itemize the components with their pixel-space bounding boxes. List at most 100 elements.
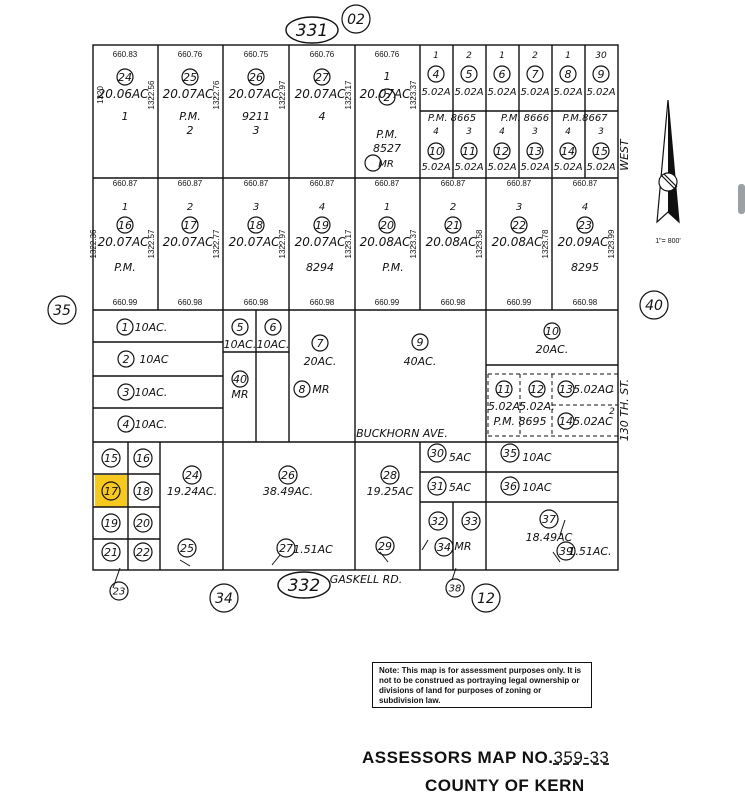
small-b-lot-top-1: 3 bbox=[466, 127, 472, 137]
parcel-mid-9: 9 bbox=[417, 336, 424, 349]
parcel-small-6-circle bbox=[493, 65, 511, 83]
small-b-lot-top-0: 4 bbox=[433, 127, 439, 137]
row2-lot-1: 2 bbox=[187, 202, 193, 213]
parcel-top-acres-1: 20.07AC. bbox=[163, 87, 218, 101]
row2-dim-2: 660.87 bbox=[244, 179, 269, 188]
parcel-mid-9-circle bbox=[411, 333, 429, 351]
parcel-38-outside: 38 bbox=[449, 584, 462, 595]
row2-side-dim-2: 1322.77 bbox=[212, 229, 221, 258]
plat-pm-mid: P.M. bbox=[382, 261, 404, 274]
small-lot-top-5: 30 bbox=[595, 51, 607, 61]
parcel-small-10: 10 bbox=[429, 145, 443, 158]
parcel-lower-22-circle bbox=[133, 542, 153, 562]
row2-side-dim-1: 1322.57 bbox=[147, 229, 156, 258]
parcel-top-27-circle bbox=[313, 68, 331, 86]
parcel-row2-21: 21 bbox=[446, 219, 460, 232]
top-side-dim-0: 1320 bbox=[96, 86, 105, 104]
row2-bottom-dim-5: 660.98 bbox=[441, 298, 466, 307]
row2-lot-6: 3 bbox=[516, 202, 522, 213]
parcel-mid-acres-p8: MR bbox=[312, 383, 329, 396]
parcel-top-acres-2: 20.07AC. bbox=[229, 87, 284, 101]
parcel-mid-2: 2 bbox=[123, 353, 130, 366]
parcel-mid-12-circle bbox=[528, 380, 546, 398]
parcel-lower-33: 33 bbox=[464, 515, 478, 528]
top-side-dim-1: 1322.56 bbox=[147, 80, 156, 109]
parcel-small-14-circle bbox=[559, 142, 577, 160]
map-title-label: ASSESSORS MAP NO. bbox=[362, 748, 554, 767]
parcel-mid-acres-p3: 10AC. bbox=[135, 386, 168, 399]
row2-bottom-dim-6: 660.99 bbox=[507, 298, 532, 307]
parcel-mid-6-circle bbox=[264, 318, 282, 336]
parcel-lower-acres-p27: 1.51AC bbox=[293, 543, 333, 556]
parcel-mid-13-circle bbox=[557, 380, 575, 398]
parcel-mid-40-circle bbox=[231, 370, 249, 388]
parcel-mid-acres-p2: 10AC bbox=[139, 353, 169, 366]
parcel-mid-2-circle bbox=[117, 350, 135, 368]
plat-pm-8667: P.M.8667 bbox=[562, 113, 608, 124]
row2-side-dim-5: 1323.37 bbox=[409, 229, 418, 258]
row2-dim-3: 660.87 bbox=[310, 179, 335, 188]
parcel-lower-36: 36 bbox=[503, 480, 517, 493]
parcel-row2-22: 22 bbox=[512, 219, 526, 232]
sheet-ref-top-circle bbox=[341, 4, 371, 34]
parcel-row2-23-circle bbox=[576, 216, 594, 234]
parcel-mid-1: 1 bbox=[122, 321, 129, 334]
top-side-dim-5: 1323.37 bbox=[409, 80, 418, 109]
parcel-small-6: 6 bbox=[499, 68, 506, 81]
parcel-23-outside: 23 bbox=[113, 587, 126, 598]
parcel-small-10-circle bbox=[427, 142, 445, 160]
scrollbar-handle[interactable] bbox=[738, 184, 745, 214]
parcel-lower-31-circle bbox=[427, 476, 447, 496]
map-number: 359-33 bbox=[553, 748, 610, 767]
row2-dim-7: 660.87 bbox=[573, 179, 598, 188]
county-title: COUNTY OF KERN bbox=[425, 776, 585, 795]
row2-bottom-dim-4: 660.99 bbox=[375, 298, 400, 307]
top-dim-4: 660.76 bbox=[375, 50, 400, 59]
small-lot-top-4: 1 bbox=[565, 51, 571, 61]
parcel-row2-acres-6: 20.08AC. bbox=[492, 235, 547, 249]
mr-label-3: MR bbox=[378, 159, 394, 170]
parcel-row2-acres-2: 20.07AC. bbox=[229, 235, 284, 249]
row2-side-dim-3: 1322.97 bbox=[278, 229, 287, 258]
sheet-ref-left-circle bbox=[47, 295, 77, 325]
parcel-small-acres-3: 5.02A bbox=[520, 87, 549, 98]
parcel-mid-acres-p12: 5.02A. bbox=[519, 400, 555, 413]
parcel-lower-24: 24 bbox=[185, 469, 199, 482]
parcel-small-acres-2: 5.02A bbox=[487, 87, 516, 98]
parcel-small-4-circle bbox=[427, 65, 445, 83]
parcel-top-2-circle bbox=[378, 88, 396, 106]
parcel-top-26: 26 bbox=[249, 71, 263, 84]
parcel-lower-35-circle bbox=[500, 443, 520, 463]
row2-dim-0: 660.87 bbox=[113, 179, 138, 188]
parcel-small-b-acres-1: 5.02A bbox=[454, 162, 483, 173]
parcel-lower-24-circle bbox=[182, 465, 202, 485]
parcel-mid-5-circle bbox=[231, 318, 249, 336]
highlighted-parcel-17[interactable] bbox=[95, 475, 127, 507]
parcel-lower-acres-p26: 38.49AC. bbox=[263, 485, 313, 498]
parcel-top-27: 27 bbox=[315, 71, 329, 84]
parcel-mid-7-circle bbox=[311, 334, 329, 352]
parcel-row2-acres-1: 20.07AC. bbox=[163, 235, 218, 249]
row2-lot-4: 1 bbox=[384, 202, 390, 213]
parcel-top-lot-1: 2 bbox=[187, 124, 194, 137]
parcel-mid-14-circle bbox=[557, 412, 575, 430]
parcel-small-b-acres-4: 5.02A bbox=[553, 162, 582, 173]
parcel-small-acres-0: 5.02A bbox=[421, 87, 450, 98]
parcel-lower-34-circle bbox=[434, 537, 454, 557]
parcel-mid-10-circle bbox=[543, 322, 561, 340]
parcel-top-acres-3: 20.07AC. bbox=[295, 87, 350, 101]
small-lot-top-0: 1 bbox=[433, 51, 439, 61]
parcel-lower-39: 39 bbox=[559, 545, 573, 558]
parcel-small-acres-1: 5.02A bbox=[454, 87, 483, 98]
small-b-lot-top-3: 3 bbox=[532, 127, 538, 137]
parcel-mid-acres-p4: 10AC. bbox=[135, 418, 168, 431]
lot-label-1: 1 bbox=[609, 385, 615, 395]
parcel-lower-39-circle bbox=[556, 541, 576, 561]
parcel-row2-19-circle bbox=[313, 216, 331, 234]
row2-bottom-dim-0: 660.99 bbox=[113, 298, 138, 307]
parcel-small-9-circle bbox=[592, 65, 610, 83]
row2-bottom-dim-7: 660.98 bbox=[573, 298, 598, 307]
street-130th: 130 TH. ST. bbox=[618, 379, 631, 441]
parcel-mid-acres-p5: 10AC. bbox=[224, 338, 257, 351]
parcel-lower-29: 29 bbox=[378, 540, 392, 553]
